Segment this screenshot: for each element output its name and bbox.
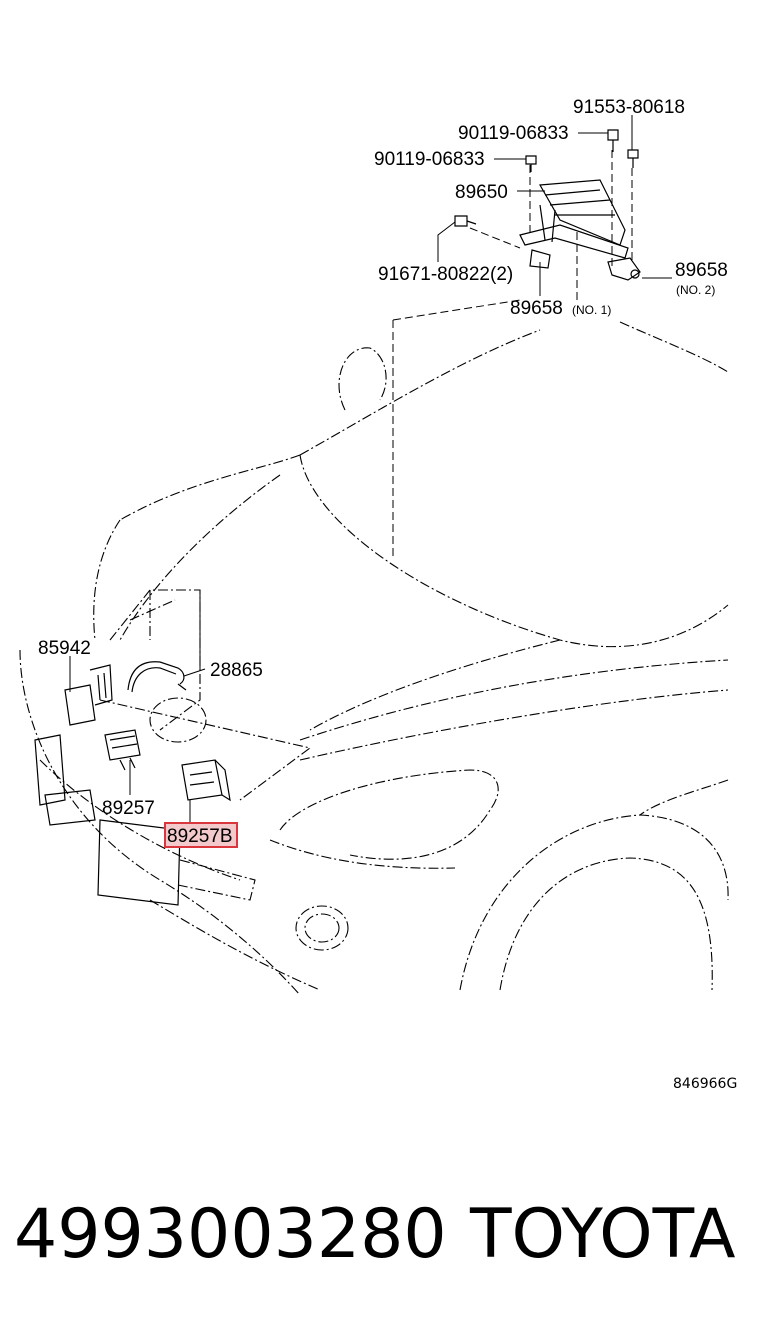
front-components xyxy=(34,661,231,906)
callout-89257b: 89257B xyxy=(167,826,233,847)
reference-code: 846966G xyxy=(673,1076,737,1092)
bracket-assembly xyxy=(519,179,641,281)
car-outline xyxy=(19,321,729,996)
callout-91671-80822: 91671-80822(2) xyxy=(378,264,513,285)
callout-89650: 89650 xyxy=(455,182,508,203)
callout-85942: 85942 xyxy=(38,638,91,659)
bolts xyxy=(454,129,639,227)
callout-91553-80618: 91553-80618 xyxy=(573,97,685,118)
callout-89658-no2: 89658 xyxy=(675,260,728,281)
leader-lines xyxy=(69,115,672,822)
bolt-icon xyxy=(607,129,619,152)
bolt-icon xyxy=(525,155,537,172)
brand-name: TOYOTA xyxy=(470,1195,736,1274)
callout-89658-no1: 89658 xyxy=(510,298,563,319)
bolt-icon xyxy=(627,149,639,168)
bolt-icon xyxy=(454,215,477,227)
part-number: 4993003280 xyxy=(14,1195,447,1274)
reference-lines xyxy=(392,150,633,560)
highlight-box xyxy=(164,822,238,848)
callout-89257: 89257 xyxy=(102,798,155,819)
callout-89658-no1-note: (NO. 1) xyxy=(572,303,611,317)
callout-28865: 28865 xyxy=(210,660,263,681)
callout-90119-06833-upper: 90119-06833 xyxy=(458,123,569,144)
callout-89658-no2-note: (NO. 2) xyxy=(676,283,715,297)
callout-90119-06833-lower: 90119-06833 xyxy=(374,149,485,170)
